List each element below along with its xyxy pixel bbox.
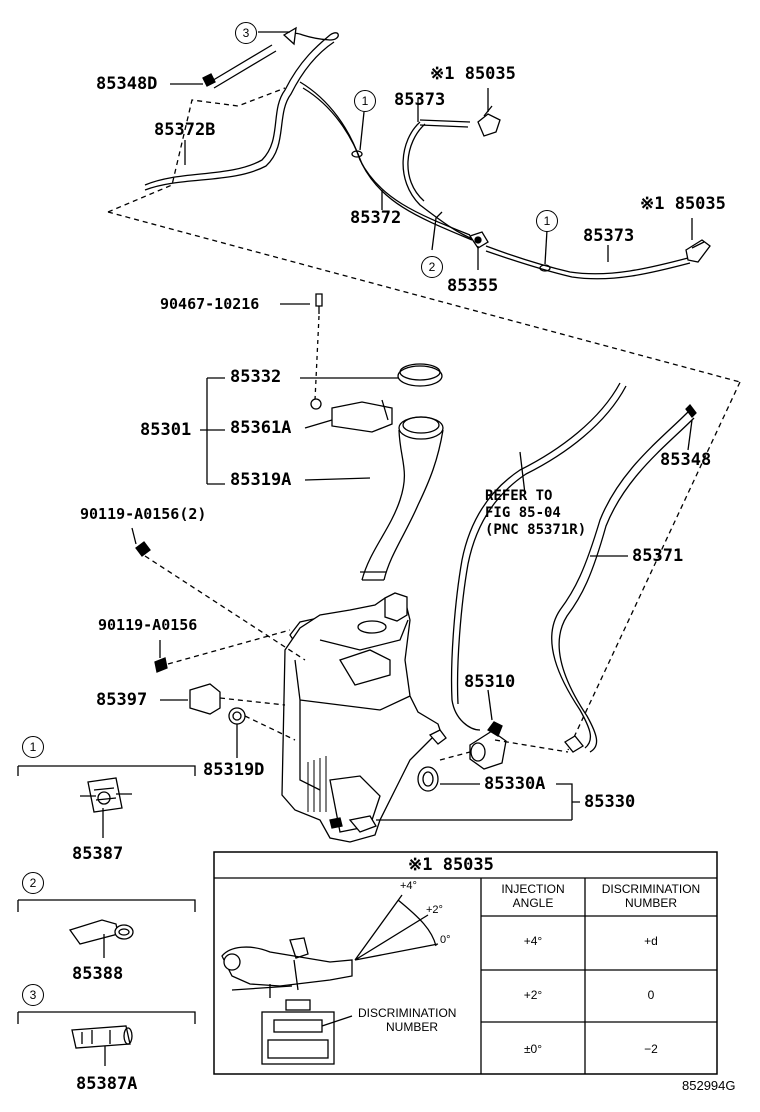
angle-label-zero: 0° xyxy=(440,934,451,946)
table-row-1-angle: +4° xyxy=(523,934,543,948)
part-number-85330A[interactable]: 85330A xyxy=(484,774,546,794)
part-number-85397[interactable]: 85397 xyxy=(96,690,148,710)
part-number-85361A[interactable]: 85361A xyxy=(230,418,292,438)
part-number-85373-top[interactable]: 85373 xyxy=(394,90,446,110)
part-number-85372[interactable]: 85372 xyxy=(350,208,402,228)
part-number-85371[interactable]: 85371 xyxy=(632,546,684,566)
refer-note-line-1: REFER TO xyxy=(485,488,553,504)
callout-1-right: 1 xyxy=(536,210,558,232)
part-number-85348[interactable]: 85348 xyxy=(660,450,712,470)
part-number-85387A[interactable]: 85387A xyxy=(76,1074,138,1094)
refer-to-note: REFER TO FIG 85-04 (PNC 85371R) xyxy=(485,488,586,538)
part-number-90467-10216[interactable]: 90467-10216 xyxy=(160,295,260,313)
part-number-90119-A0156-2[interactable]: 90119-A0156(2) xyxy=(80,505,207,523)
part-number-85301[interactable]: 85301 xyxy=(140,420,192,440)
part-number-85355[interactable]: 85355 xyxy=(447,276,499,296)
part-number-85330[interactable]: 85330 xyxy=(584,792,636,812)
part-number-85372B[interactable]: 85372B xyxy=(154,120,216,140)
callout-2-legend: 2 xyxy=(22,872,44,894)
callout-3-legend: 3 xyxy=(22,984,44,1006)
part-number-85373-right[interactable]: 85373 xyxy=(583,226,635,246)
table-row-2-angle: +2° xyxy=(523,988,543,1002)
part-number-85319A[interactable]: 85319A xyxy=(230,470,292,490)
refer-note-line-2: FIG 85-04 xyxy=(485,504,561,521)
header-number-line: NUMBER xyxy=(624,895,677,910)
part-number-85035-right[interactable]: ※1 85035 xyxy=(640,194,726,214)
part-number-85319D[interactable]: 85319D xyxy=(203,760,265,780)
part-number-90119-A0156[interactable]: 90119-A0156 xyxy=(98,616,198,634)
table-header-discrimination-number: DISCRIMINATION NUMBER xyxy=(585,882,717,911)
table-row-3-angle: ±0° xyxy=(523,1042,543,1056)
table-row-3-number: −2 xyxy=(644,1042,658,1056)
part-number-85332[interactable]: 85332 xyxy=(230,367,282,387)
callout-1-mid: 1 xyxy=(354,90,376,112)
callout-3-top: 3 xyxy=(235,22,257,44)
table-row-1-number: +d xyxy=(644,934,658,948)
callout-1-legend: 1 xyxy=(22,736,44,758)
refer-note-line-3: (PNC 85371R) xyxy=(485,521,587,538)
discrimination-label-2: NUMBER xyxy=(386,1020,439,1034)
header-angle-line: ANGLE xyxy=(512,895,554,910)
part-number-85348D[interactable]: 85348D xyxy=(96,74,158,94)
table-title: ※1 85035 xyxy=(408,855,494,875)
header-injection-line: INJECTION xyxy=(501,882,565,896)
part-number-85035-top[interactable]: ※1 85035 xyxy=(430,64,516,84)
part-number-85388[interactable]: 85388 xyxy=(72,964,124,984)
discrimination-label-1: DISCRIMINATION xyxy=(358,1006,457,1020)
part-number-85310[interactable]: 85310 xyxy=(464,672,516,692)
angle-label-plus4: +4° xyxy=(400,880,417,892)
table-row-2-number: 0 xyxy=(647,988,655,1002)
part-number-85387[interactable]: 85387 xyxy=(72,844,124,864)
table-header-injection-angle: INJECTION ANGLE xyxy=(481,882,585,911)
angle-label-plus2: +2° xyxy=(426,904,443,916)
header-discrimination-line: DISCRIMINATION xyxy=(601,882,701,896)
figure-id: 852994G xyxy=(682,1078,736,1093)
callout-2-mid: 2 xyxy=(421,256,443,278)
